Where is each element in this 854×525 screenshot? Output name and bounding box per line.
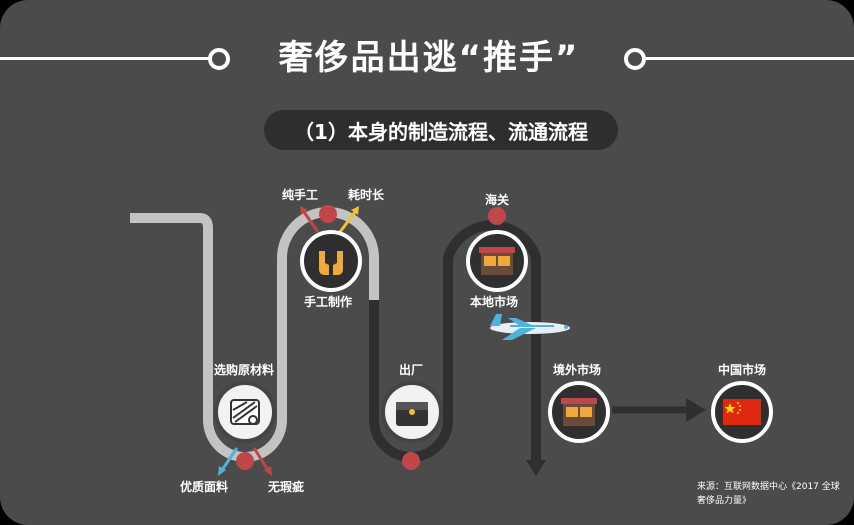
label-handmade: 纯手工 xyxy=(282,188,319,202)
subtitle: （1）本身的制造流程、流通流程 xyxy=(294,119,588,144)
storefront-icon xyxy=(479,247,515,275)
label-leave-factory: 出厂 xyxy=(399,363,424,377)
label-quality-fabric: 优质面料 xyxy=(180,480,229,494)
flow-path-dark xyxy=(369,220,541,462)
node-select-materials xyxy=(214,381,276,443)
arrow-flawless xyxy=(252,447,272,476)
arrow-time-tag xyxy=(338,206,359,233)
arrow-to-china-head xyxy=(686,398,706,422)
briefcase-icon xyxy=(396,402,428,426)
node-china-market xyxy=(711,381,773,443)
subtitle-pill: （1）本身的制造流程、流通流程 xyxy=(264,110,618,150)
node-local-market xyxy=(466,230,528,292)
source-note: 来源：互联网数据中心《2017 全球奢侈品力量》 xyxy=(697,482,840,506)
junction-dot-handmade xyxy=(319,205,337,223)
junction-dot-customs xyxy=(488,207,506,225)
china-flag-icon xyxy=(723,399,761,425)
label-time-consuming: 耗时长 xyxy=(348,188,385,202)
airplane-icon xyxy=(490,314,570,340)
storefront-icon xyxy=(561,398,597,426)
title-dot-right xyxy=(624,48,646,70)
label-local-market: 本地市场 xyxy=(470,295,519,309)
label-customs: 海关 xyxy=(485,193,510,207)
junction-dot-factory xyxy=(402,452,420,470)
page-title: 奢侈品出逃“推手” xyxy=(278,38,580,78)
title-line-right xyxy=(646,57,854,60)
label-overseas-market: 境外市场 xyxy=(553,363,602,377)
junction-dot-materials xyxy=(236,452,254,470)
label-flawless: 无瑕疵 xyxy=(268,480,305,494)
scissors-fabric-icon xyxy=(230,399,260,425)
node-leave-factory xyxy=(381,381,443,443)
arrow-quality-fabric xyxy=(218,447,239,476)
node-overseas-market xyxy=(548,381,610,443)
arrow-handmade-tag xyxy=(300,206,320,233)
flow-path-light xyxy=(130,207,379,462)
label-china-market: 中国市场 xyxy=(718,363,767,377)
title-line-left xyxy=(0,57,210,60)
flow-end-arrow xyxy=(526,460,546,476)
label-select-materials: 选购原材料 xyxy=(214,363,275,377)
label-manual-production: 手工制作 xyxy=(304,295,353,309)
title-dot-left xyxy=(208,48,230,70)
hands-icon xyxy=(319,251,343,275)
node-manual-production xyxy=(300,230,362,292)
